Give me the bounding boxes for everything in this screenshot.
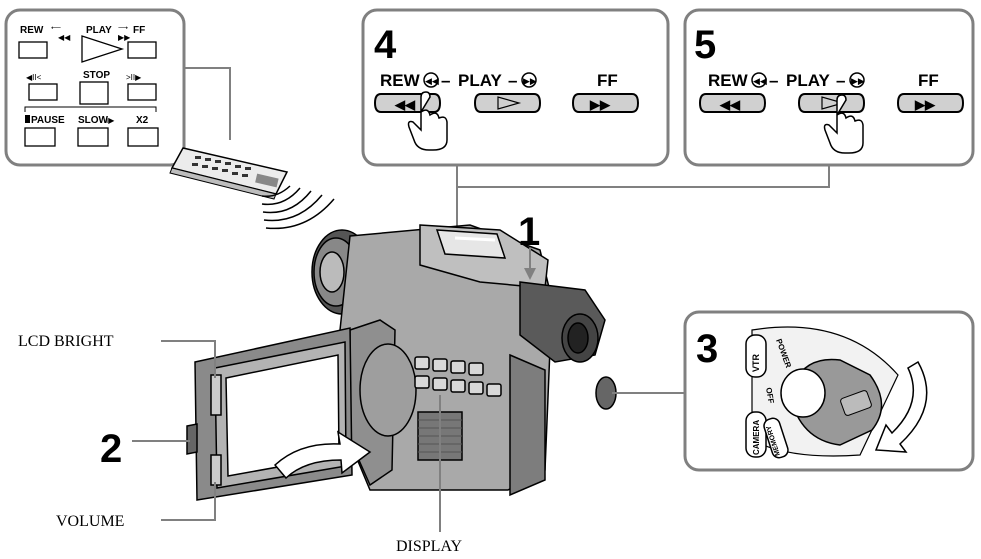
step4-play-button-icon — [497, 96, 522, 110]
remote-rew-glyph-icon: ◀◀ — [58, 33, 71, 42]
step5-rew-button-icon: ◀◀ — [719, 97, 741, 112]
step5-play-button-icon — [821, 96, 846, 110]
step5-ff-circle-glyph: ▶▶ — [851, 76, 865, 86]
remote-frame-forward-icon: >II▶ — [126, 73, 142, 82]
remote-slow-label: SLOW — [78, 115, 109, 126]
volume-control[interactable] — [210, 454, 222, 486]
power-switch-lock-button[interactable] — [780, 368, 826, 418]
lcd-bright-leader-line — [161, 340, 216, 378]
step3-panel: 3 VTR POWER OFF CAMERA MEMORY — [683, 310, 975, 472]
remote-stop-label: STOP — [83, 70, 110, 81]
step4-ff-circle-glyph: ▶▶ — [523, 76, 537, 86]
step4-dash-2: – — [508, 71, 517, 90]
lcd-bright-label: LCD BRIGHT — [18, 333, 114, 350]
remote-closeup-panel: REW ⟵ ◀◀ PLAY ⟶ ▶▶ FF ◀II< STOP >II▶ PAU… — [4, 8, 186, 167]
step4-ff-button[interactable] — [571, 93, 640, 113]
step5-rew-label: REW — [708, 71, 749, 90]
lcd-bright-control[interactable] — [210, 374, 222, 416]
volume-leader-line — [161, 482, 216, 521]
step5-ff-circle-icon — [849, 72, 865, 88]
step5-ff-button-icon: ▶▶ — [914, 97, 936, 112]
step4-rew-circle-icon — [423, 72, 439, 88]
step4-ff-button-icon: ▶▶ — [589, 97, 611, 112]
step4-play-button[interactable] — [473, 93, 542, 113]
remote-play-label: PLAY — [86, 25, 112, 36]
step5-rew-circle-icon — [751, 72, 767, 88]
step4-ff-circle-icon — [521, 72, 537, 88]
vtr-position-marker — [745, 334, 767, 378]
step5-ff-button[interactable] — [896, 93, 965, 113]
remote-x2-label: X2 — [136, 115, 149, 126]
camera-label: CAMERA — [752, 420, 761, 455]
step5-rew-circle-glyph: ◀◀ — [753, 76, 767, 86]
remote-group-bracket — [24, 106, 157, 112]
step5-number: 5 — [694, 23, 716, 67]
remote-frame-forward-button[interactable] — [127, 83, 157, 101]
vtr-label: VTR — [751, 353, 761, 372]
step5-ff-label: FF — [918, 71, 939, 90]
remote-rew-arrow-icon: ⟵ — [51, 25, 61, 32]
step5-rew-button[interactable] — [698, 93, 767, 113]
step4-dash-1: – — [441, 71, 450, 90]
remote-pause-button[interactable] — [24, 127, 56, 147]
step1-number: 1 — [518, 210, 540, 254]
remote-ff-glyph-icon: ▶▶ — [118, 33, 131, 42]
remote-commander-device — [169, 147, 289, 200]
power-switch-rotate-arrow-icon — [874, 360, 928, 453]
remote-play-button[interactable] — [81, 35, 125, 63]
step4-pointing-hand-icon — [407, 91, 448, 151]
step4-number: 4 — [374, 23, 397, 67]
off-label: OFF — [764, 387, 776, 404]
remote-rew-label: REW — [20, 25, 44, 36]
lcd-rotate-arrow-icon — [273, 430, 372, 480]
remote-pause-glyph-icon — [25, 115, 30, 123]
step4-rew-label: REW — [380, 71, 421, 90]
remote-ff-arrow-icon: ⟶ — [118, 25, 128, 32]
step4-panel: 4 REW ◀◀ – PLAY – ▶▶ FF ◀◀ ▶▶ — [361, 8, 670, 167]
step4-play-label: PLAY — [458, 71, 502, 90]
step5-pointing-hand-icon — [823, 94, 864, 154]
infrared-signal-waves-icon — [261, 185, 335, 230]
step3-number: 3 — [696, 327, 718, 371]
camcorder-lcd-panel — [186, 327, 353, 501]
remote-ff-button[interactable] — [127, 41, 157, 59]
remote-frame-back-button[interactable] — [28, 83, 58, 101]
remote-x2-button[interactable] — [127, 127, 159, 147]
remote-pause-label: PAUSE — [31, 115, 65, 126]
step4-rew-button-icon: ◀◀ — [394, 97, 416, 112]
remote-ff-label: FF — [133, 25, 145, 36]
step1-arrow-icon — [524, 268, 536, 280]
step5-dash-2: – — [836, 71, 845, 90]
step5-leader-line — [457, 165, 830, 188]
step5-play-button[interactable] — [797, 93, 866, 113]
remote-slow-button[interactable] — [77, 127, 109, 147]
step5-play-label: PLAY — [786, 71, 830, 90]
volume-label: VOLUME — [56, 513, 124, 530]
step5-dash-1: – — [769, 71, 778, 90]
remote-rew-button[interactable] — [18, 41, 48, 59]
remote-stop-button[interactable] — [79, 81, 109, 105]
remote-frame-back-icon: ◀II< — [26, 73, 42, 82]
step4-ff-label: FF — [597, 71, 618, 90]
remote-slow-glyph-icon: I▶ — [106, 116, 115, 125]
step5-panel: 5 REW ◀◀ – PLAY – ▶▶ FF ◀◀ ▶▶ — [683, 8, 975, 167]
step4-rew-circle-glyph: ◀◀ — [425, 76, 439, 86]
step2-number: 2 — [100, 427, 122, 471]
remote-leader-line — [184, 67, 231, 140]
display-label: DISPLAY — [396, 538, 463, 555]
camcorder-body — [311, 224, 617, 497]
memory-position-marker — [763, 417, 789, 459]
